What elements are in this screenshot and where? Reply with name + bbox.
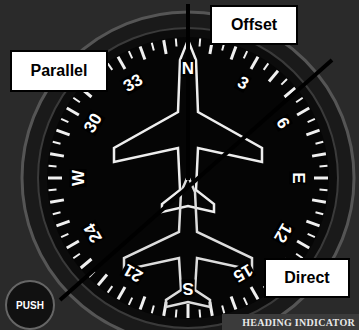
tick-mark	[61, 234, 68, 237]
tick-mark	[269, 71, 278, 82]
tick-mark	[316, 142, 324, 144]
tick-mark	[319, 165, 327, 168]
tick-mark	[108, 63, 113, 70]
compass-number: W	[70, 169, 87, 187]
compass-number: S	[181, 280, 194, 297]
tick-mark	[61, 119, 68, 122]
tick-mark	[164, 40, 166, 54]
callout-box: Parallel	[10, 50, 108, 92]
tick-mark	[56, 130, 69, 135]
tick-mark	[48, 177, 62, 180]
tick-mark	[81, 259, 92, 268]
caption-bar	[222, 314, 359, 330]
tick-mark	[244, 51, 247, 58]
tick-mark	[56, 221, 69, 226]
tick-mark	[129, 298, 132, 305]
tick-mark	[53, 212, 61, 214]
tick-mark	[175, 309, 178, 317]
tick-mark	[50, 154, 64, 156]
tick-mark	[319, 189, 327, 192]
tick-mark	[73, 98, 80, 103]
aircraft-symbol	[124, 176, 252, 307]
tick-mark	[312, 154, 326, 156]
tick-mark	[297, 108, 309, 115]
tick-mark	[312, 200, 326, 202]
tick-mark	[98, 275, 107, 286]
callout-box: Offset	[210, 5, 298, 45]
tick-mark	[308, 234, 315, 237]
tick-mark	[314, 177, 328, 180]
callout-text: Offset	[231, 16, 277, 34]
tick-mark	[199, 309, 202, 317]
tick-mark	[244, 298, 247, 305]
tick-mark	[251, 287, 258, 299]
tick-mark	[297, 241, 309, 248]
tick-mark	[108, 286, 113, 293]
tick-mark	[129, 51, 132, 58]
tick-mark	[231, 296, 236, 309]
tick-mark	[187, 304, 190, 318]
callout-text: Parallel	[31, 62, 88, 80]
tick-mark	[308, 119, 315, 122]
callout-text: Direct	[284, 269, 329, 287]
tick-mark	[67, 108, 79, 115]
knob-label: PUSH	[16, 300, 44, 311]
tick-mark	[152, 43, 154, 51]
tick-mark	[53, 142, 61, 144]
tick-mark	[316, 212, 324, 214]
callout-box: Direct	[264, 258, 350, 298]
tick-mark	[199, 39, 202, 47]
tick-mark	[306, 130, 319, 135]
compass-number: E	[290, 171, 307, 184]
tick-mark	[50, 200, 64, 202]
offset-line	[186, 4, 190, 180]
compass-number: N	[181, 60, 195, 77]
push-knob	[6, 281, 54, 329]
tick-mark	[251, 57, 258, 69]
tick-mark	[175, 39, 178, 47]
tick-mark	[281, 79, 287, 85]
instrument-caption: HEADING INDICATOR	[242, 317, 355, 328]
tick-mark	[49, 165, 57, 168]
tick-mark	[152, 306, 154, 314]
tick-mark	[222, 306, 224, 314]
tick-mark	[231, 46, 236, 59]
tick-mark	[118, 57, 125, 69]
tick-mark	[140, 46, 145, 59]
tick-mark	[67, 241, 79, 248]
tick-mark	[73, 254, 80, 259]
tick-mark	[140, 296, 145, 309]
tick-mark	[49, 189, 57, 192]
tick-mark	[296, 98, 303, 103]
tick-mark	[306, 221, 319, 226]
tick-mark	[118, 287, 125, 299]
tick-mark	[264, 63, 269, 70]
